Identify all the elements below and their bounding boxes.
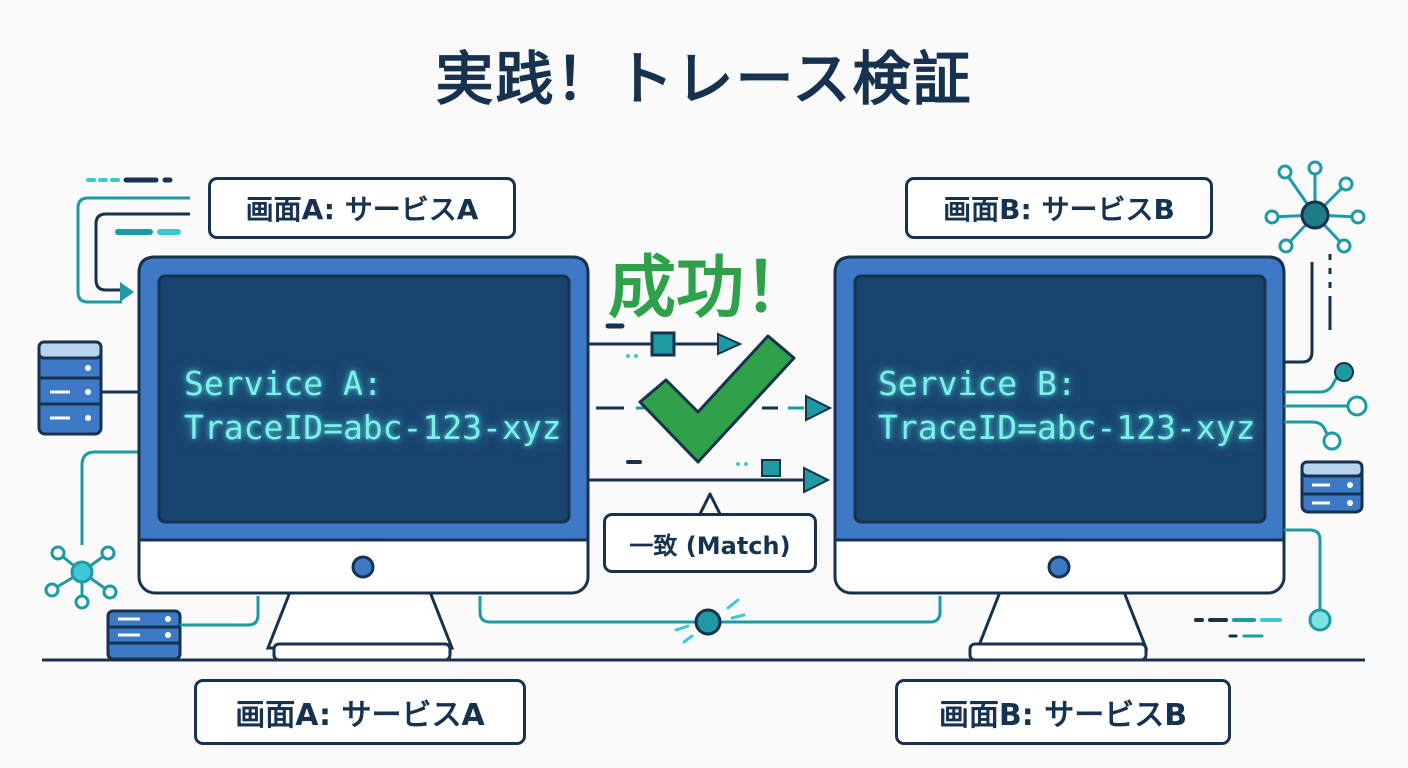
right-screen-text: Service B: TraceID=abc-123-xyz	[878, 362, 1256, 450]
right-server-icon	[1300, 460, 1364, 514]
left-monitor	[137, 255, 590, 662]
left-screen-text: Service A: TraceID=abc-123-xyz	[184, 362, 562, 450]
left-network-node-icon	[44, 450, 140, 610]
success-text: 成功！	[607, 249, 812, 328]
right-top-label: 画面B: サービスB	[905, 177, 1213, 239]
right-lower-circuit-icon	[1194, 528, 1332, 638]
left-top-label: 画面A: サービスA	[208, 177, 516, 239]
bottom-connector	[478, 596, 942, 644]
right-circuit-traces-icon	[1284, 254, 1368, 451]
left-bottom-label: 画面A: サービスA	[194, 679, 526, 745]
left-service-name: Service A:	[184, 364, 383, 403]
match-label: 一致 (Match)	[603, 513, 817, 573]
left-lower-server-icon	[106, 596, 260, 661]
check-mark-icon	[638, 334, 796, 464]
right-monitor	[833, 255, 1286, 662]
right-trace-id: TraceID=abc-123-xyz	[878, 408, 1256, 447]
right-service-name: Service B:	[878, 364, 1077, 403]
page-title: 実践！トレース検証	[435, 45, 973, 113]
right-bottom-label: 画面B: サービスB	[895, 679, 1231, 745]
left-server-icon	[37, 340, 140, 436]
left-trace-id: TraceID=abc-123-xyz	[184, 408, 562, 447]
right-network-hub-icon	[1264, 160, 1366, 254]
trace-flow-arrows	[588, 323, 833, 494]
left-top-circuit-icon	[76, 177, 190, 304]
